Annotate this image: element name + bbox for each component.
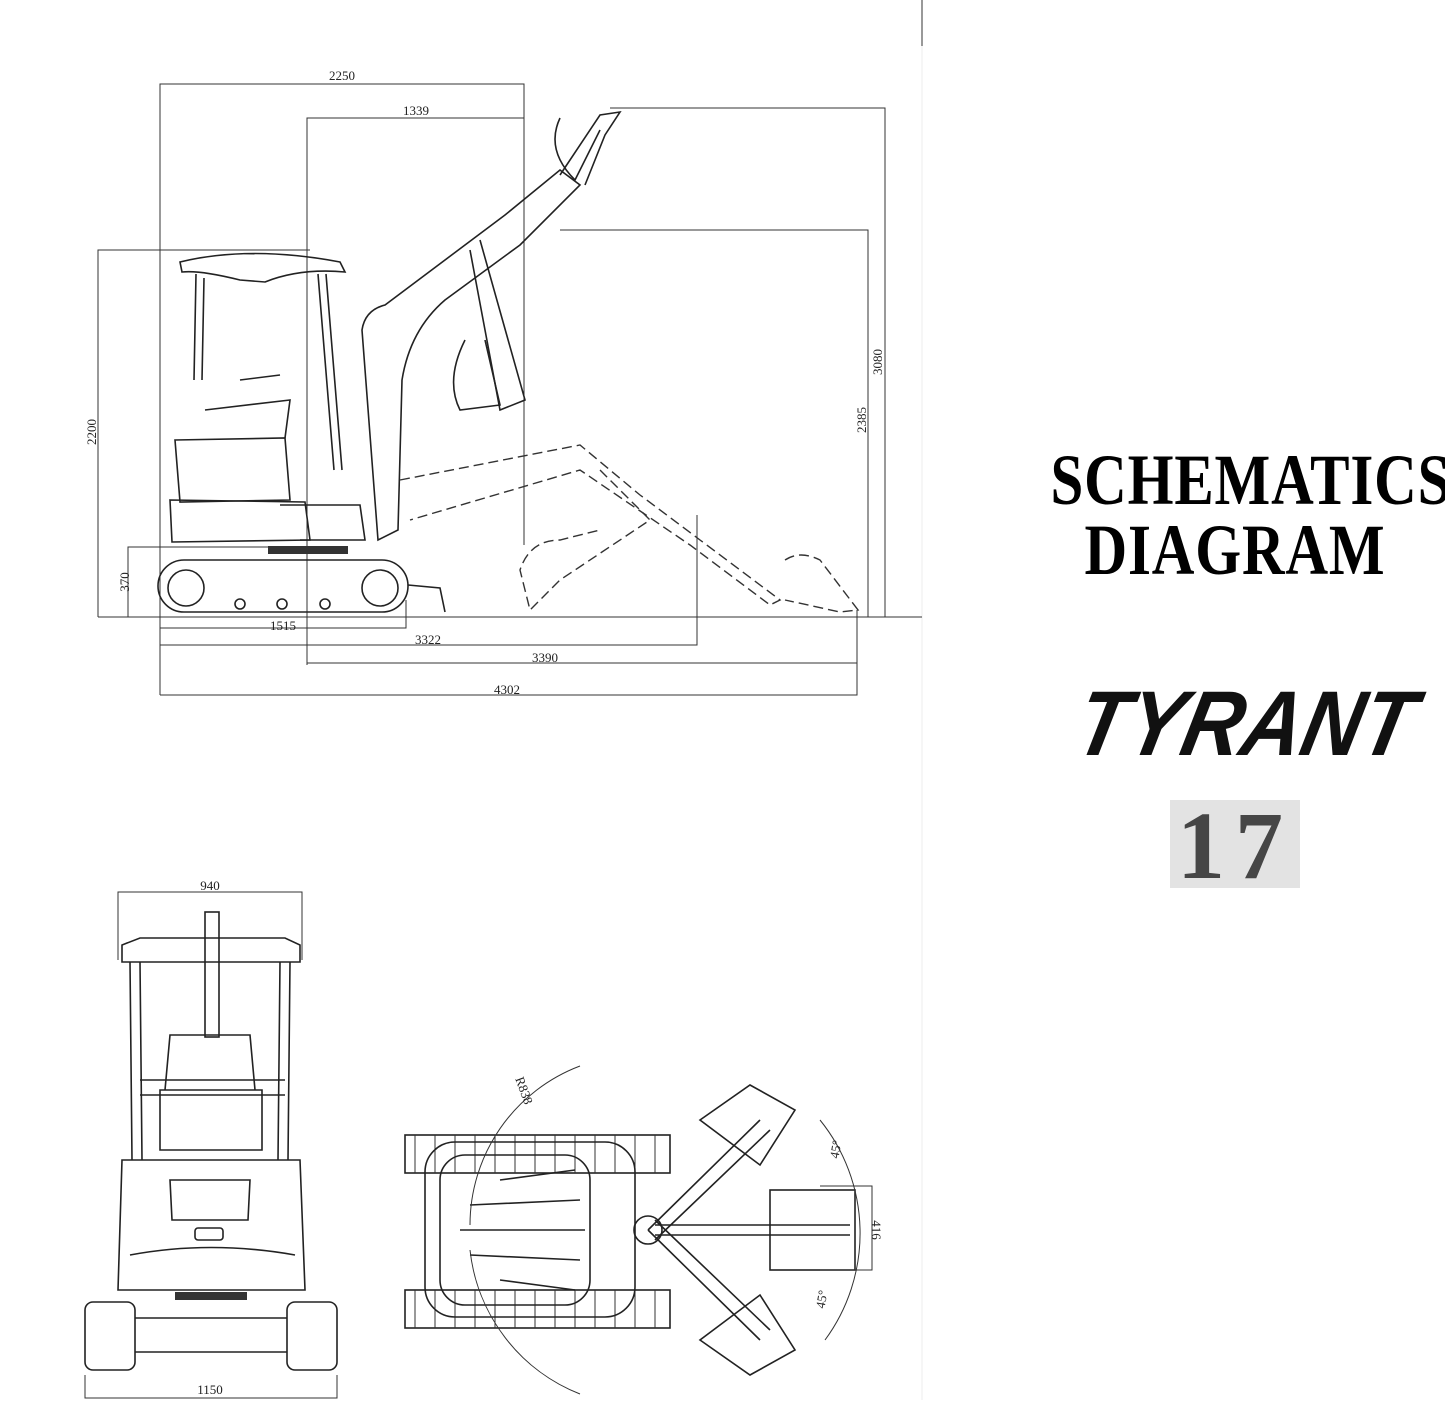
excavator-side-view	[157, 110, 860, 613]
dim-3390: 3390	[532, 650, 558, 665]
dim-2250: 2250	[329, 68, 355, 83]
dim-2385: 2385	[854, 407, 869, 433]
heading-line-1: SCHEMATICS	[1050, 440, 1445, 520]
model-number-badge: 17	[1170, 798, 1300, 894]
brand-logo: TYRANT	[1067, 673, 1425, 775]
angle-upper: 45°	[827, 1139, 845, 1160]
dim-370: 370	[117, 572, 132, 592]
dim-3322: 3322	[415, 632, 441, 647]
dim-2200: 2200	[84, 419, 99, 445]
side-view-dimensions: 2250 1339 3080 2385 2200 370 1515 3322 3…	[84, 68, 922, 697]
top-view: R838 45° 45° 416	[404, 1065, 884, 1395]
dim-1515: 1515	[270, 618, 296, 633]
dim-1339: 1339	[403, 103, 429, 118]
dim-940: 940	[200, 878, 220, 893]
dim-4302: 4302	[494, 682, 520, 697]
dim-1150: 1150	[197, 1382, 223, 1397]
dim-3080: 3080	[870, 349, 885, 375]
dim-r838: R838	[512, 1075, 536, 1107]
dim-416: 416	[869, 1220, 884, 1240]
angle-lower: 45°	[813, 1289, 831, 1310]
heading-line-2: DIAGRAM	[1084, 510, 1386, 590]
front-view: 940 1150	[84, 878, 338, 1399]
